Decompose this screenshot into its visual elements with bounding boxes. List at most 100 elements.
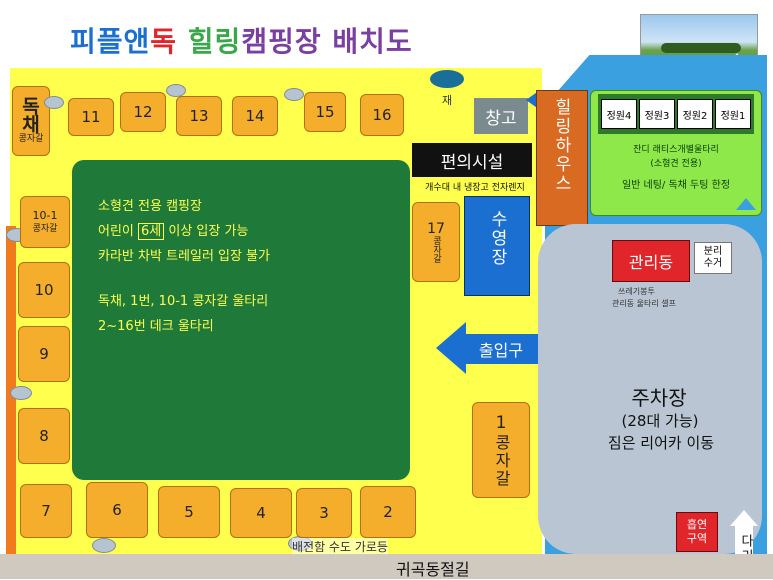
lot-number: 10 bbox=[34, 281, 54, 299]
site-label: 정원4 bbox=[606, 110, 632, 122]
lot-number: 15 bbox=[315, 103, 335, 121]
info-line-2-age: 6세 bbox=[138, 223, 165, 240]
title-part-1: 피플앤 bbox=[70, 25, 151, 58]
jae-pond bbox=[430, 70, 464, 88]
lot-number: 7 bbox=[41, 502, 51, 520]
info-line-2-a: 어린이 bbox=[98, 224, 139, 239]
lot-5: 5 bbox=[158, 486, 220, 538]
parking-title: 주차장 bbox=[631, 386, 687, 410]
tree-circle bbox=[92, 538, 116, 553]
road-note: 배전함 수도 가로등 bbox=[292, 538, 388, 555]
info-line-2: 어린이 6세 이상 입장 가능 bbox=[98, 221, 384, 242]
healing-house-label: 힐링하우스 bbox=[551, 98, 571, 193]
garden-site-4: 정원4 bbox=[601, 99, 637, 129]
trash-note-2-overlay: 관리동 울타리 셀프 bbox=[612, 299, 676, 308]
dokchae-sub: 콩자갈 bbox=[18, 133, 44, 144]
lot-11: 11 bbox=[68, 98, 114, 136]
parking-note: 짐은 리어카 이동 bbox=[607, 434, 715, 452]
info-line-3: 카라반 차박 트레일러 입장 불가 bbox=[98, 249, 271, 264]
lot-14: 14 bbox=[232, 96, 278, 136]
dokchae-char-2: 채 bbox=[22, 113, 40, 136]
lot-1-sub: 콩자갈 bbox=[492, 434, 511, 488]
lot-number: 12 bbox=[133, 103, 153, 121]
trash-note-1-overlay: 쓰레기봉투 bbox=[618, 287, 655, 296]
convenience-building: 편의시설 bbox=[412, 143, 532, 177]
admin-building-overlay: 관리동 bbox=[612, 240, 690, 282]
tree-circle bbox=[10, 386, 32, 400]
lot-17: 17 콩자갈 bbox=[412, 202, 460, 282]
tree-circle bbox=[44, 96, 64, 109]
storage-label: 창고 bbox=[485, 108, 517, 129]
tree-circle bbox=[166, 84, 186, 97]
lot-dokchae: 독 채 콩자갈 bbox=[12, 86, 50, 156]
road-strip bbox=[0, 554, 773, 579]
site-label: 정원2 bbox=[682, 110, 708, 122]
convenience-sub: 개수대 내 냉장고 전자렌지 bbox=[425, 183, 525, 193]
garden-site-3: 정원3 bbox=[639, 99, 675, 129]
tree-circle bbox=[284, 88, 304, 101]
lot-number: 13 bbox=[189, 107, 209, 125]
info-line-1: 소형견 전용 캠핑장 bbox=[98, 199, 202, 214]
dokchae-char-1: 독 bbox=[22, 95, 40, 118]
admin-label-overlay: 관리동 bbox=[628, 253, 674, 272]
garden-note-2: (소형견 전용) bbox=[650, 159, 702, 169]
lot-1-number: 1 bbox=[495, 413, 507, 433]
garden-note-3: 일반 네팅/ 독채 두팅 한정 bbox=[621, 180, 731, 191]
garden-site-1: 정원1 bbox=[715, 99, 751, 129]
lot-number: 4 bbox=[256, 504, 266, 522]
recycle-area-overlay: 분리수거 bbox=[694, 242, 732, 274]
entrance-arrow-body: 출입구 bbox=[464, 334, 538, 364]
title-part-4: 캠핑장 배치도 bbox=[241, 25, 413, 58]
lot-12: 12 bbox=[120, 92, 166, 132]
info-line-5: 2~16번 데크 울타리 bbox=[98, 319, 214, 334]
lot-number: 5 bbox=[184, 503, 194, 521]
lot-number: 14 bbox=[245, 107, 265, 125]
smoking-area: 흡연구역 bbox=[676, 512, 718, 552]
lot-10-1-number: 10-1 bbox=[32, 209, 58, 222]
lot-10: 10 bbox=[18, 262, 70, 318]
garden-note-1: 잔디 래티스개별울타리 bbox=[633, 145, 719, 155]
lot-6: 6 bbox=[86, 482, 148, 538]
swimming-pool bbox=[464, 196, 530, 296]
pool-label: 수영장 bbox=[487, 210, 507, 267]
lot-7: 7 bbox=[20, 484, 72, 538]
lot-8: 8 bbox=[18, 408, 70, 464]
garden-site-2: 정원2 bbox=[677, 99, 713, 129]
lot-2: 2 bbox=[360, 486, 416, 538]
entrance-label: 출입구 bbox=[478, 341, 524, 360]
entrance-arrow-head bbox=[436, 322, 466, 374]
site-label: 정원1 bbox=[720, 110, 746, 122]
lot-1: 1 콩자갈 bbox=[472, 402, 530, 498]
lot-17-number: 17 bbox=[427, 220, 445, 237]
title-part-3: 힐링 bbox=[187, 25, 242, 58]
lot-number: 2 bbox=[383, 503, 393, 521]
lot-number: 3 bbox=[319, 504, 329, 522]
arrow-up-icon bbox=[736, 198, 756, 210]
garden-sites: 정원4 정원3 정원2 정원1 bbox=[598, 94, 754, 134]
lot-17-sub: 콩자갈 bbox=[431, 235, 441, 263]
lot-number: 9 bbox=[39, 345, 49, 363]
lot-10-1: 10-1 콩자갈 bbox=[20, 196, 70, 248]
lot-3: 3 bbox=[296, 488, 352, 538]
lot-16: 16 bbox=[360, 94, 404, 136]
site-label: 정원3 bbox=[644, 110, 670, 122]
lot-number: 16 bbox=[372, 106, 392, 124]
convenience-label: 편의시설 bbox=[440, 152, 504, 173]
lot-number: 8 bbox=[39, 427, 49, 445]
lot-4: 4 bbox=[230, 488, 292, 538]
smoking-label: 흡연구역 bbox=[686, 518, 708, 545]
lot-number: 11 bbox=[81, 108, 101, 126]
lot-number: 6 bbox=[112, 501, 122, 519]
storage-building: 창고 bbox=[474, 98, 528, 134]
lot-10-1-sub: 콩자갈 bbox=[32, 224, 58, 234]
road-name: 귀곡동절길 bbox=[396, 560, 470, 579]
bridge-arrow bbox=[730, 510, 758, 526]
info-line-4: 독채, 1번, 10-1 콩자갈 울타리 bbox=[98, 294, 269, 309]
page-title: 피플앤독 힐링캠핑장 배치도 bbox=[70, 20, 413, 60]
title-part-2: 독 bbox=[150, 25, 178, 58]
lot-15: 15 bbox=[304, 92, 346, 132]
jae-label: 재 bbox=[442, 94, 453, 107]
lot-9: 9 bbox=[18, 326, 70, 382]
tree-line bbox=[661, 43, 741, 53]
lot-13: 13 bbox=[176, 96, 222, 136]
